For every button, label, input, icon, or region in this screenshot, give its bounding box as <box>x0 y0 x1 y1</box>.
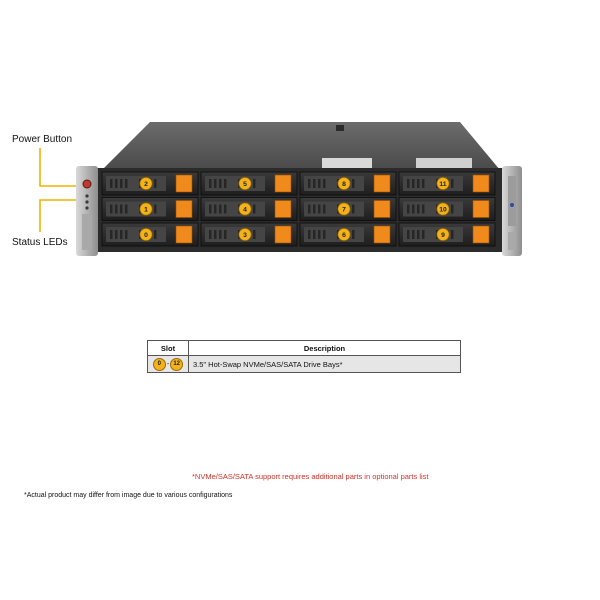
drive-bay[interactable]: 9 <box>398 222 496 247</box>
drive-bay[interactable]: 6 <box>299 222 397 247</box>
status-led-icon <box>85 194 89 198</box>
slot-number-label: 0 <box>144 232 148 239</box>
table-row: 0-12 3.5" Hot-Swap NVMe/SAS/SATA Drive B… <box>147 355 461 373</box>
slot-number-label: 5 <box>243 181 247 188</box>
slot-number-badge <box>436 202 450 216</box>
drive-bay-release-handle[interactable] <box>175 200 193 218</box>
slot-description-cell: 3.5" Hot-Swap NVMe/SAS/SATA Drive Bays* <box>188 355 461 373</box>
status-leds-callout-line <box>39 199 78 232</box>
drive-bay-release-handle[interactable] <box>274 225 292 244</box>
slot-number-label: 4 <box>243 206 247 213</box>
slot-number-badge <box>436 176 450 191</box>
cover-latch <box>336 125 344 131</box>
slot-number-label: 10 <box>439 206 447 213</box>
slot-number-badge <box>139 202 153 216</box>
drive-bay-release-handle[interactable] <box>274 200 292 218</box>
power-button-callout-label: Power Button <box>12 134 73 145</box>
slot-range-dash: - <box>166 360 170 368</box>
right-rack-ear <box>502 166 522 256</box>
status-led-icon <box>85 200 89 204</box>
slot-number-badge <box>337 176 351 191</box>
slot-number-label: 11 <box>439 181 446 188</box>
drive-bay[interactable]: 0 <box>101 222 199 247</box>
slot-number-badge <box>238 176 252 191</box>
slot-number-badge <box>337 227 351 242</box>
drive-bay[interactable]: 4 <box>200 197 298 221</box>
top-label-sticker <box>322 158 372 168</box>
slot-number-label: 3 <box>243 232 247 239</box>
status-leds-callout-label: Status LEDs <box>12 237 68 248</box>
slot-number-badge <box>238 202 252 216</box>
drive-bay[interactable]: 3 <box>200 222 298 247</box>
drive-bay-release-handle[interactable] <box>274 174 292 193</box>
slot-number-label: 8 <box>342 181 346 188</box>
slot-number-badge <box>139 176 153 191</box>
slot-number-badge <box>436 227 450 242</box>
top-label-sticker <box>416 158 472 168</box>
drive-bay[interactable]: 8 <box>299 171 397 196</box>
slot-range-cell: 0-12 <box>147 355 189 373</box>
table-header-description: Description <box>188 340 461 356</box>
slot-number-label: 7 <box>342 206 346 213</box>
slot-description-table: Slot Description 0-12 3.5" Hot-Swap NVMe… <box>147 340 461 373</box>
slot-number-badge <box>337 202 351 216</box>
drive-bay[interactable]: 11 <box>398 171 496 196</box>
table-header-slot: Slot <box>147 340 189 356</box>
drive-bay-release-handle[interactable] <box>373 174 391 193</box>
slot-number-label: 9 <box>441 232 445 239</box>
drive-bay-release-handle[interactable] <box>373 225 391 244</box>
disclaimer-footnote: *Actual product may differ from image du… <box>24 492 233 499</box>
power-button-callout-line <box>39 148 78 187</box>
slot-number-label: 1 <box>144 206 148 213</box>
drive-bay[interactable]: 7 <box>299 197 397 221</box>
slot-number-label: 6 <box>342 232 346 239</box>
left-rack-ear <box>76 166 98 256</box>
drive-bay[interactable]: 5 <box>200 171 298 196</box>
drive-bay-release-handle[interactable] <box>175 174 193 193</box>
support-footnote: *NVMe/SAS/SATA support requires addition… <box>192 472 429 481</box>
drive-bay-release-handle[interactable] <box>373 200 391 218</box>
drive-bay[interactable]: 10 <box>398 197 496 221</box>
power-button-icon <box>82 179 92 189</box>
slot-badge-end: 12 <box>170 357 184 371</box>
slot-number-label: 2 <box>144 181 148 188</box>
drive-bay-release-handle[interactable] <box>472 200 490 218</box>
slot-number-badge <box>139 227 153 242</box>
drive-bay-release-handle[interactable] <box>472 174 490 193</box>
drive-bay[interactable]: 2 <box>101 171 199 196</box>
status-led-icon <box>85 206 89 210</box>
chassis-top-cover <box>102 122 500 170</box>
slot-badge-start: 0 <box>152 357 166 371</box>
drive-bay[interactable]: 1 <box>101 197 199 221</box>
drive-bay-release-handle[interactable] <box>175 225 193 244</box>
drive-bay-release-handle[interactable] <box>472 225 490 244</box>
slot-number-badge <box>238 227 252 242</box>
